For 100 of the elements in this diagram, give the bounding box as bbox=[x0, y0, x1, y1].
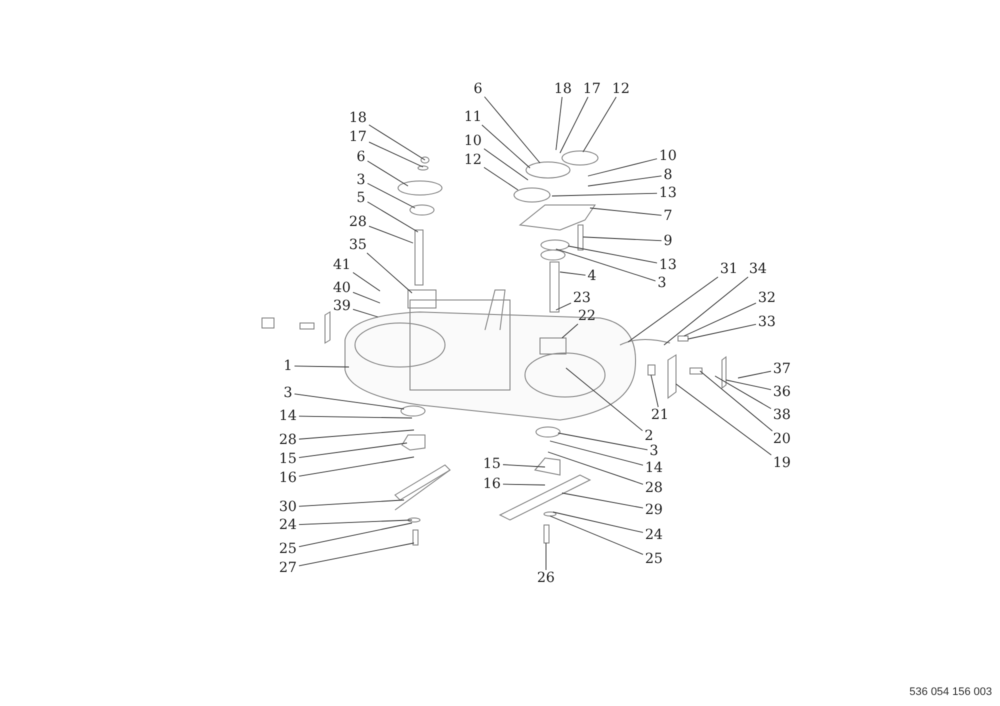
callout-number: 34 bbox=[749, 262, 767, 276]
callout-number: 13 bbox=[659, 186, 677, 200]
callout-number: 38 bbox=[773, 408, 791, 422]
leader-line bbox=[552, 192, 658, 196]
callout-number: 29 bbox=[645, 503, 663, 517]
leader-line bbox=[562, 492, 644, 508]
leader-line bbox=[650, 374, 659, 408]
leader-line bbox=[556, 248, 656, 282]
callout-number: 28 bbox=[349, 215, 367, 229]
leader-line bbox=[588, 158, 658, 176]
part-number: 536 054 156 003 bbox=[909, 686, 992, 698]
leader-line bbox=[367, 182, 416, 208]
callout-number: 28 bbox=[645, 481, 663, 495]
leader-line bbox=[714, 376, 772, 410]
callout-number: 14 bbox=[279, 409, 297, 423]
leader-line bbox=[588, 175, 662, 186]
leader-line bbox=[560, 272, 586, 276]
leader-line bbox=[582, 236, 662, 242]
leader-line bbox=[298, 500, 404, 507]
leader-line bbox=[482, 124, 530, 168]
leader-line bbox=[368, 226, 414, 244]
callout-number: 8 bbox=[664, 168, 672, 182]
leader-line bbox=[502, 484, 546, 486]
leader-line bbox=[582, 96, 617, 152]
leader-line bbox=[298, 522, 412, 548]
leader-line bbox=[552, 512, 644, 533]
leader-line bbox=[502, 464, 546, 468]
leader-line bbox=[676, 384, 772, 456]
leader-line bbox=[294, 366, 350, 368]
leader-line bbox=[562, 324, 578, 338]
leader-line bbox=[700, 370, 773, 432]
leader-line bbox=[368, 142, 424, 168]
callout-number: 3 bbox=[356, 173, 366, 187]
leader-line bbox=[294, 393, 404, 410]
callout-number: 3 bbox=[658, 276, 666, 290]
leader-line bbox=[566, 368, 643, 432]
callout-number: 37 bbox=[773, 362, 791, 376]
callout-number: 22 bbox=[578, 309, 596, 323]
leader-line bbox=[298, 456, 414, 477]
callout-number: 2 bbox=[644, 429, 654, 443]
callout-number: 9 bbox=[664, 234, 672, 248]
leader-line bbox=[298, 430, 414, 440]
leader-line bbox=[367, 160, 408, 186]
callout-number: 10 bbox=[659, 149, 677, 163]
callout-number: 16 bbox=[279, 471, 297, 485]
leader-line bbox=[298, 416, 412, 418]
callout-number: 27 bbox=[279, 561, 297, 575]
callout-number: 31 bbox=[720, 262, 738, 276]
leader-line bbox=[628, 276, 718, 342]
leader-line bbox=[298, 520, 412, 525]
leader-line bbox=[550, 440, 644, 466]
leader-line bbox=[560, 96, 588, 154]
callout-number: 15 bbox=[279, 452, 297, 466]
callout-number: 36 bbox=[773, 385, 791, 399]
callout-number: 28 bbox=[279, 433, 297, 447]
leader-line bbox=[548, 452, 644, 485]
callout-number: 24 bbox=[279, 518, 297, 532]
callout-number: 12 bbox=[464, 153, 482, 167]
leader-line bbox=[684, 302, 756, 336]
leader-line bbox=[484, 166, 518, 190]
callout-number: 4 bbox=[588, 269, 596, 283]
callout-number: 5 bbox=[356, 191, 366, 205]
callout-number: 14 bbox=[645, 461, 663, 475]
callout-number: 10 bbox=[464, 134, 482, 148]
leader-line bbox=[550, 516, 644, 555]
callout-number: 24 bbox=[645, 528, 663, 542]
leader-line bbox=[556, 96, 563, 150]
leader-line bbox=[298, 442, 408, 458]
callout-number: 33 bbox=[758, 315, 776, 329]
callout-number: 23 bbox=[573, 291, 591, 305]
callout-number: 19 bbox=[773, 456, 791, 470]
leader-line bbox=[556, 302, 572, 310]
leader-line bbox=[352, 272, 380, 292]
callout-number: 35 bbox=[349, 238, 367, 252]
leader-line bbox=[558, 432, 648, 450]
callout-number: 1 bbox=[284, 359, 292, 373]
callout-number: 17 bbox=[583, 82, 601, 96]
callout-number: 12 bbox=[612, 82, 630, 96]
callout-number: 13 bbox=[659, 258, 677, 272]
callout-number: 17 bbox=[349, 130, 367, 144]
callout-number: 6 bbox=[356, 150, 366, 164]
callout-number: 18 bbox=[554, 82, 572, 96]
callout-number: 39 bbox=[333, 299, 351, 313]
callout-number: 20 bbox=[773, 432, 791, 446]
callout-number: 18 bbox=[349, 111, 367, 125]
callout-number: 15 bbox=[483, 457, 501, 471]
leader-line bbox=[484, 96, 540, 164]
leader-line bbox=[367, 201, 418, 232]
callout-number: 6 bbox=[474, 82, 482, 96]
leader-line bbox=[484, 148, 528, 180]
callout-number: 40 bbox=[333, 281, 351, 295]
callout-number: 25 bbox=[279, 542, 297, 556]
leader-line bbox=[568, 246, 658, 264]
callout-number: 30 bbox=[279, 500, 297, 514]
callout-number: 3 bbox=[650, 444, 658, 458]
callout-number: 7 bbox=[664, 209, 672, 223]
callout-number: 25 bbox=[645, 552, 663, 566]
leader-line bbox=[366, 252, 412, 294]
callout-number: 3 bbox=[284, 386, 292, 400]
leader-line bbox=[688, 324, 756, 340]
